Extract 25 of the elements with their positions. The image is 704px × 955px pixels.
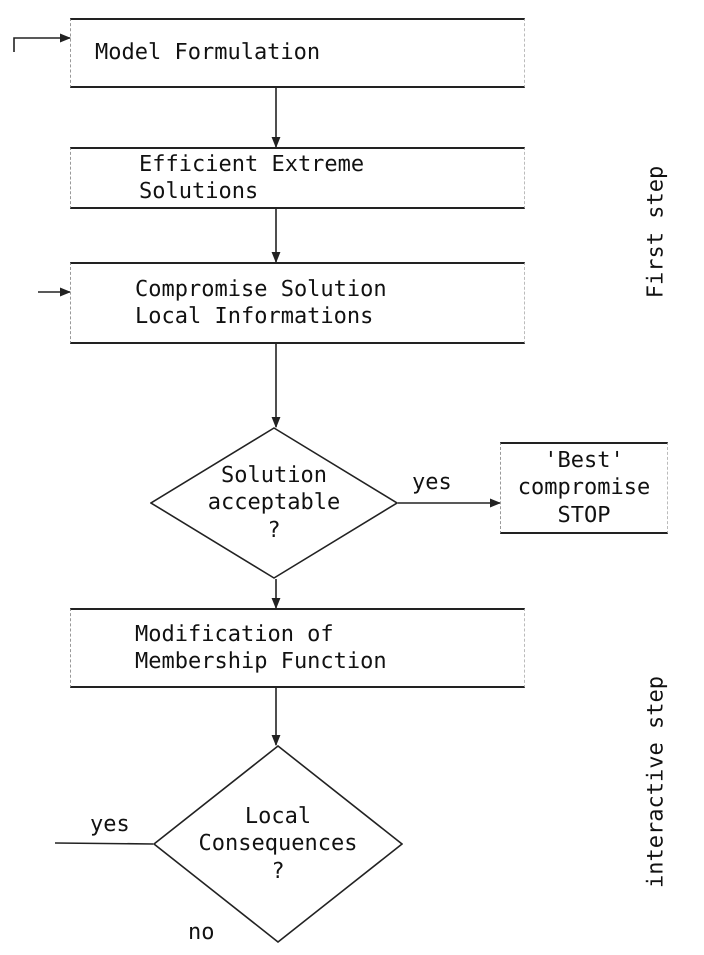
arrow [272, 209, 280, 264]
decision-diamond [153, 745, 403, 943]
phase-label: First step [644, 166, 668, 298]
arrow [272, 344, 280, 428]
node-label: Compromise Solution Local Informations [135, 276, 388, 330]
process-box [500, 442, 668, 534]
node-label: 'Best' compromise STOP [516, 446, 652, 530]
arrow [13, 34, 72, 52]
arrow [37, 288, 72, 296]
node-label: Local Consequences ? [198, 802, 358, 886]
node-label: Efficient Extreme Solutions [139, 150, 366, 206]
arrow [398, 498, 502, 508]
node-label: Solution acceptable ? [206, 462, 342, 544]
arrow [272, 579, 280, 610]
process-box [70, 18, 525, 88]
node-label: Model Formulation [95, 39, 322, 67]
decision-diamond [150, 427, 398, 579]
process-box [70, 147, 525, 209]
process-box [70, 608, 525, 688]
arrow [272, 88, 280, 148]
arrow [272, 688, 280, 746]
branch-label: no [188, 920, 214, 945]
process-box [70, 262, 525, 344]
node-label: Modification of Membership Function [135, 620, 388, 676]
phase-label: interactive step [644, 676, 668, 888]
